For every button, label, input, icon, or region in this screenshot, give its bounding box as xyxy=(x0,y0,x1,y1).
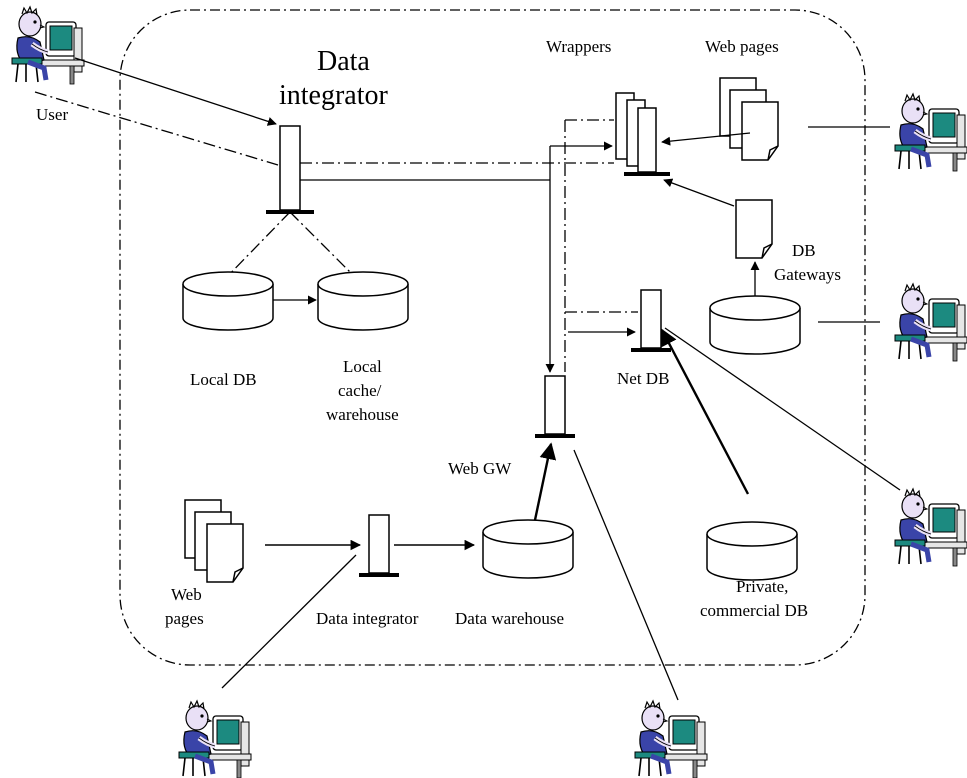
label-local-cache-2: cache/ xyxy=(338,381,382,400)
label-local-cache-1: Local xyxy=(343,357,382,376)
label-local-db: Local DB xyxy=(190,370,257,389)
label-user: User xyxy=(36,105,68,124)
label-data-integrator-bottom: Data integrator xyxy=(316,609,419,628)
label-data-integrator-main-1: Data xyxy=(317,46,370,77)
data-integrator-main xyxy=(265,125,315,215)
gateway-to-wrappers-arrow xyxy=(663,178,735,207)
user-icon-bottom-left xyxy=(179,701,251,778)
privatedb-to-netdb-arrow xyxy=(660,328,750,495)
data-warehouse-cylinder xyxy=(482,519,574,579)
label-private-db-1: Private, xyxy=(736,577,788,596)
label-web-pages-top: Web pages xyxy=(705,37,779,56)
label-data-warehouse: Data warehouse xyxy=(455,609,564,628)
db-gateway-page xyxy=(735,199,773,259)
gateway-db-cylinder xyxy=(709,295,801,355)
label-data-integrator-main-2: integrator xyxy=(279,80,389,111)
bottomintegrator-to-user-line xyxy=(221,554,357,689)
user-icon-top-left xyxy=(12,7,84,84)
wrappers-component xyxy=(615,92,670,176)
warehouse-to-webgw-arrow xyxy=(533,442,557,521)
label-wrappers: Wrappers xyxy=(546,37,611,56)
web-gw-component xyxy=(534,375,576,439)
label-db-gateways-2: Gateways xyxy=(774,265,841,284)
label-net-db: Net DB xyxy=(617,369,669,388)
webpages-to-wrappers-arrow xyxy=(661,132,751,146)
label-web-gw: Web GW xyxy=(448,459,512,478)
local-db-cylinder xyxy=(182,271,274,331)
user-to-integrator-arrow xyxy=(74,57,277,126)
label-private-db-2: commercial DB xyxy=(700,601,808,620)
label-db-gateways-1: DB xyxy=(792,241,816,260)
user-icon-right-3 xyxy=(895,489,967,566)
netdb-to-user-line xyxy=(664,327,901,491)
integrator-to-localdb-dashdot xyxy=(221,211,291,283)
user-icon-right-1 xyxy=(895,94,967,171)
user-to-integrator-dashdot xyxy=(34,91,279,166)
private-db-cylinder xyxy=(706,521,798,581)
label-local-cache-3: warehouse xyxy=(326,405,399,424)
web-pages-bottom-stack xyxy=(184,499,244,583)
user-icon-bottom-middle xyxy=(635,701,707,778)
local-cache-cylinder xyxy=(317,271,409,331)
webgw-to-user-line xyxy=(573,449,679,701)
web-pages-top-stack xyxy=(719,77,779,161)
user-icon-right-2 xyxy=(895,284,967,361)
data-integrator-bottom xyxy=(358,514,400,578)
net-db-component xyxy=(630,289,672,353)
label-web-pages-bottom-2: pages xyxy=(165,609,204,628)
system-boundary xyxy=(119,9,866,666)
label-web-pages-bottom-1: Web xyxy=(171,585,202,604)
